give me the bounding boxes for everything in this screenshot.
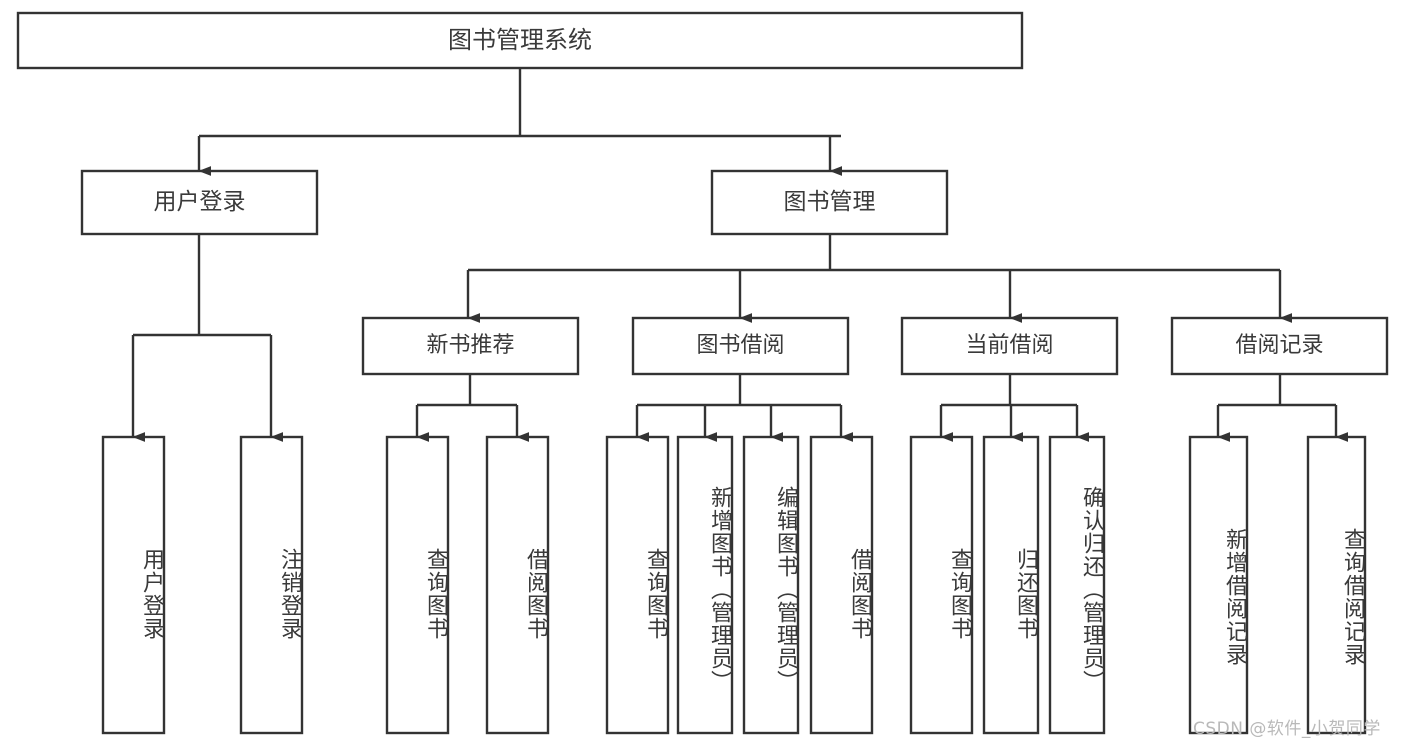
leaf-box-10[interactable] <box>1048 435 1106 735</box>
leaf-box-8[interactable] <box>909 435 974 735</box>
node-box-book-management[interactable] <box>710 169 949 236</box>
leaf-box-3[interactable] <box>485 435 550 735</box>
node-box-borrow-records[interactable] <box>1170 316 1389 376</box>
leaf-box-1[interactable] <box>239 435 304 735</box>
csdn-watermark: CSDN @软件_小贺同学 <box>1193 719 1381 739</box>
node-box-current-borrow[interactable] <box>900 316 1119 376</box>
node-box-new-book-recommend[interactable] <box>361 316 580 376</box>
node-box-root[interactable] <box>16 11 1024 70</box>
node-box-user-login[interactable] <box>80 169 319 236</box>
leaf-box-4[interactable] <box>605 435 670 735</box>
leaf-box-5[interactable] <box>676 435 734 735</box>
leaf-box-7[interactable] <box>809 435 874 735</box>
leaf-box-9[interactable] <box>982 435 1040 735</box>
leaf-box-6[interactable] <box>742 435 800 735</box>
leaf-box-11[interactable] <box>1188 435 1249 735</box>
leaf-box-12[interactable] <box>1306 435 1367 735</box>
node-box-book-borrow[interactable] <box>631 316 850 376</box>
leaf-box-0[interactable] <box>101 435 166 735</box>
leaf-box-2[interactable] <box>385 435 450 735</box>
